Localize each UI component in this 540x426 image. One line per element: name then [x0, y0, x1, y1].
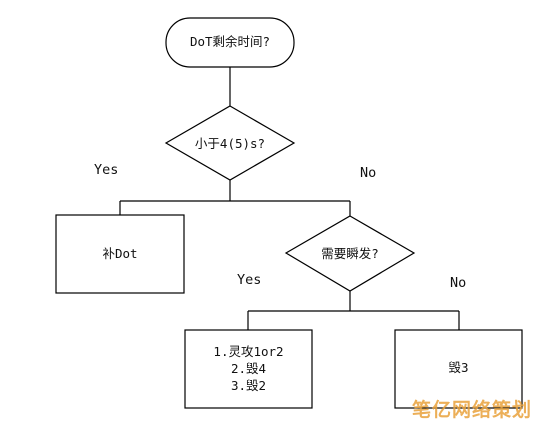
sequence-text: 1.灵攻1or2 2.毁4 3.毁2	[185, 343, 312, 394]
decision-dot-text: 小于4(5)s?	[194, 136, 266, 151]
sequence-step-2: 2.毁4	[230, 361, 267, 376]
start-terminal-text: DoT剩余时间?	[189, 34, 271, 49]
refresh-dot-text: 补Dot	[102, 246, 138, 261]
edge-label-no-1: No	[360, 165, 377, 181]
refresh-dot-box	[55, 214, 185, 294]
edge-label-yes-2: Yes	[237, 272, 262, 288]
sequence-box	[184, 329, 313, 409]
sequence-step-1: 1.灵攻1or2	[213, 344, 284, 359]
destroy3-box	[394, 329, 523, 409]
decision-burst-text: 需要瞬发?	[321, 246, 379, 261]
site-watermark: 笔亿网络策划	[411, 399, 532, 421]
edge-label-no-2: No	[450, 275, 467, 291]
destroy3-text: 毁3	[448, 360, 469, 375]
sequence-step-3: 3.毁2	[230, 378, 267, 393]
edge-label-yes-1: Yes	[94, 162, 119, 178]
